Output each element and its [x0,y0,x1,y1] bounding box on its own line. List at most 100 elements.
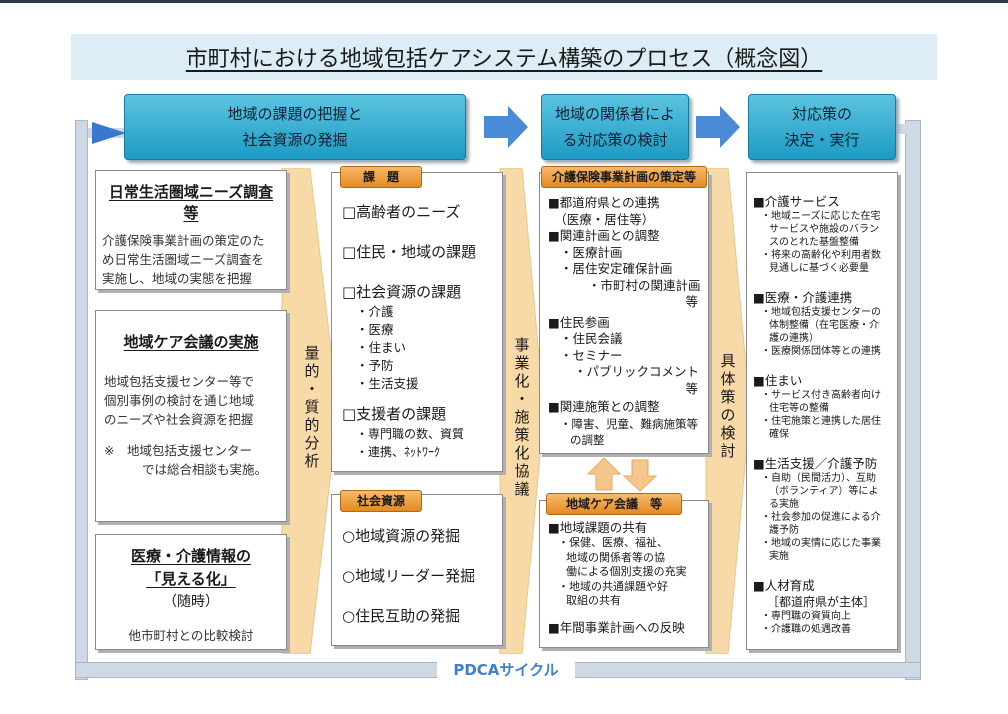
exchange-arrows-icon [586,458,658,492]
analysis-char: 質 [304,398,320,416]
review-char: 策 [720,388,736,406]
flow-arrow-right-icon [484,106,528,148]
needs-survey-panel: 日常生活圏域ニーズ調査 等 介護保険事業計画の策定のた め日常生活圏域ニーズ調査… [95,170,287,290]
policy-char: 化 [514,444,530,462]
care-meeting-detail-panel: ■地域課題の共有 ・保健、医療、福祉、 地域の関係者等の協 働による個別支援の充… [539,500,709,648]
analysis-char: 分 [304,434,320,452]
action-heading: ■生活支援／介護予防 [753,456,878,471]
header-issue-grasp: 地域の課題の把握と 社会資源の発掘 [124,94,466,160]
action-sub: ・住宅施策と連携した居住 [761,416,881,427]
header-decide-execute-line2: 決定・実行 [784,131,860,149]
visualization-title-2: 「見える化」 [146,570,236,588]
review-label: 具 体 策 の 検 討 [718,352,738,460]
action-note: ［都道府県が主体］ [767,595,876,609]
action-heading: ■住まい [753,373,803,388]
issues-panel: □高齢者のニーズ □住民・地域の課題 □社会資源の課題 ・介護 ・医療 ・住まい… [331,172,503,472]
header-stakeholder-review-line1: 地域の関係者によ [554,105,675,123]
analysis-char: 量 [304,344,320,362]
issues-tag: 課 題 [340,166,422,188]
header-decide-execute: 対応策の 決定・実行 [748,94,896,160]
page-title: 市町村における地域包括ケアシステム構築のプロセス（概念図） [185,47,823,72]
care-meeting-body-3: のニーズや社会資源を把握 [104,412,254,427]
review-char: 体 [720,370,736,388]
resource-item: ○住民互助の発掘 [342,607,461,625]
plan-line: ・セミナー [560,347,623,363]
policy-char: ・ [514,390,530,408]
action-sub: る実施 [769,499,799,510]
plan-line: ・市町村の関連計画 [588,277,701,293]
care-share-sub: 地域の関係者等の協 [566,550,665,564]
plan-line: ■関連計画との調整 [548,228,660,243]
review-char: 討 [720,442,736,460]
action-sub: ・医療関係団体等との連携 [761,346,881,357]
resources-panel: ○地域資源の発掘 ○地域リーダー発掘 ○住民互助の発掘 [331,494,503,646]
plan-line: ・パブリックコメント [574,364,700,379]
analysis-char: ・ [304,380,320,398]
care-meeting-body-2: 個別事例の検討を通じ地域 [104,393,255,408]
plan-line: ・障害、児童、難病施策等 [560,416,698,431]
care-share-heading: ■地域課題の共有 [548,520,648,535]
care-meeting-note-2: では総合相談も実施。 [142,462,268,477]
action-sub: ・将来の高齢化や利用者数 [761,250,881,261]
action-heading: ■人材育成 [753,578,815,593]
care-share-sub: ・保健、医療、福祉、 [558,536,668,549]
action-sub: ・介護職の処遇改善 [761,624,851,635]
care-meeting-note-1: ※ 地域包括支援センター [104,443,252,458]
issue-resources: □社会資源の課題 [342,283,462,301]
needs-survey-body-1: 介護保険事業計画の策定のた [102,233,265,248]
title-band: 市町村における地域包括ケアシステム構築のプロセス（概念図） [71,34,937,80]
care-meeting-body-1: 地域包括支援センター等で [104,374,255,389]
action-sub: ・サービス付き高齢者向け [761,390,881,401]
policy-char: 業 [514,354,530,372]
issue-supporters-sub: ・連携、ﾈｯﾄﾜｰｸ [356,445,441,459]
header-stakeholder-review: 地域の関係者によ る対応策の検討 [541,94,689,160]
policy-char: 策 [514,426,530,444]
care-meeting-tag: 地域ケア会議 等 [546,493,682,515]
action-sub: ・地域ニーズに応じた在宅 [761,211,881,222]
policy-char: 化 [514,372,530,390]
review-char: 検 [720,424,736,442]
review-char: の [720,406,736,424]
resource-item: ○地域資源の発掘 [342,527,461,545]
action-sub: ・自助（民間活力）、互助 [761,473,876,484]
flow-arrow-right-icon-2 [696,106,740,148]
plan-line: ■関連施策との調整 [548,399,660,414]
needs-survey-body-2: め日常生活圏域ニーズ調査を [102,252,264,267]
action-sub: 護の連携） [769,333,819,344]
issue-resources-sub: ・予防 [356,358,394,373]
issue-resources-sub: ・介護 [356,304,394,319]
issue-resources-sub: ・住まい [356,340,407,355]
care-share-sub: 取組の共有 [566,594,621,607]
header-stakeholder-review-line2: る対応策の検討 [562,131,668,149]
action-sub: 実施 [769,551,789,562]
policy-label: 事 業 化 ・ 施 策 化 協 議 [512,336,532,498]
action-sub: スのとれた基盤整備 [769,237,859,248]
plan-line: ・医療計画 [560,244,623,260]
pdca-cycle-label: PDCAサイクル [437,657,575,683]
action-sub: ・専門職の資質向上 [761,611,851,622]
pdca-frame-top-right [890,124,908,134]
issue-elderly-needs: □高齢者のニーズ [342,203,461,221]
plan-line: 等 [685,380,698,396]
analysis-char: 析 [304,452,320,470]
analysis-label: 量 的 ・ 質 的 分 析 [302,344,322,470]
plan-line: の調整 [570,433,605,447]
issue-community: □住民・地域の課題 [342,243,477,261]
action-sub: ・地域包括支援センターの [761,307,881,318]
analysis-char: 的 [304,362,320,380]
plan-line: 等 [685,294,698,309]
action-heading: ■医療・介護連携 [753,290,853,305]
visualization-title-1: 医療・介護情報の [130,547,251,565]
care-meeting-title: 地域ケア会議の実施 [123,333,259,351]
action-sub: 住宅等の整備 [769,403,829,414]
care-share-sub: ・地域の共通課題や好 [558,579,668,593]
plan-tag: 介護保険事業計画の策定等 [541,166,707,188]
action-sub: （ボランティア）等によ [769,486,879,497]
action-heading: ■介護サービス [753,194,840,209]
visualization-body: 他市町村との比較検討 [128,628,254,643]
resource-item: ○地域リーダー発掘 [342,567,476,585]
plan-line: （医療・居住等） [548,211,655,227]
visualization-panel: 医療・介護情報の 「見える化」 （随時） 他市町村との比較検討 [95,534,287,650]
care-share-sub: 働による個別支援の充実 [566,565,687,578]
header-issue-grasp-line2: 社会資源の発掘 [242,131,348,149]
